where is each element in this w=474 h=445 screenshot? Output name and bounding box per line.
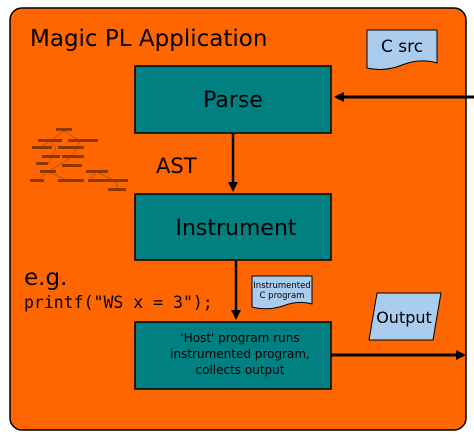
ast-tree-icon — [30, 128, 128, 191]
output-label: Output — [376, 308, 432, 327]
host-line-3: collects output — [196, 363, 285, 377]
instrument-box — [134, 193, 332, 261]
host-program-box — [134, 321, 332, 390]
instrumented-c-document: Instrumented C program — [251, 275, 313, 310]
instrumented-c-line-2: C program — [260, 291, 305, 301]
output-document: Output — [368, 292, 442, 341]
application-title: Magic PL Application — [30, 26, 267, 52]
c-src-label: C src — [381, 37, 423, 57]
example-label: e.g. — [24, 265, 67, 291]
parse-label: Parse — [203, 88, 263, 113]
instrumented-c-document-shape — [251, 275, 313, 310]
c-src-document-shape — [366, 29, 438, 70]
parse-box — [134, 65, 332, 134]
host-line-2: instrumented program, — [170, 347, 310, 361]
example-code: printf("WS x = 3"); — [24, 293, 213, 312]
instrument-label: Instrument — [175, 216, 296, 241]
instrumented-c-line-1: Instrumented — [253, 281, 310, 291]
ast-label: AST — [156, 154, 197, 178]
output-document-shape — [368, 292, 442, 341]
host-line-1: 'Host' program runs — [180, 331, 299, 345]
c-src-document: C src — [366, 29, 438, 70]
